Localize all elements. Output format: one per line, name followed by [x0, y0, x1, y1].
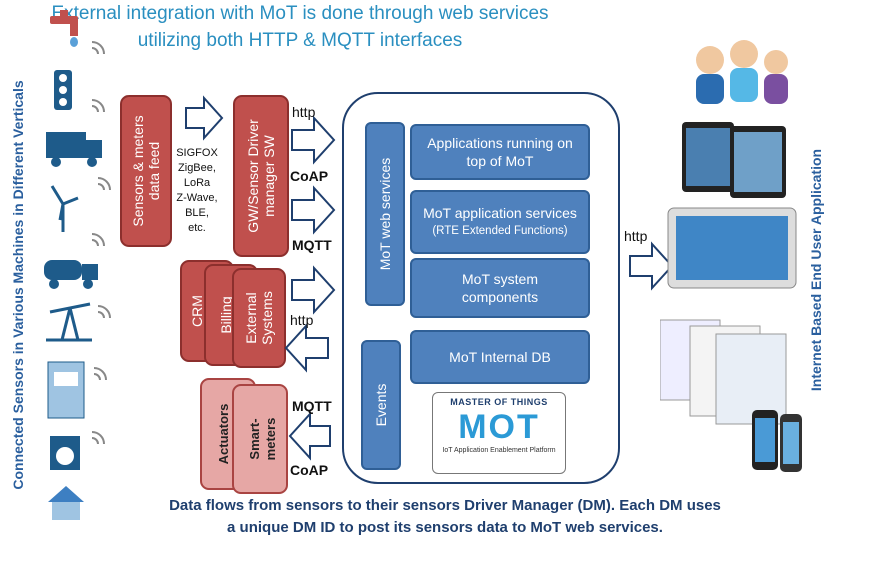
arrow-mot-to-external	[284, 323, 329, 373]
device-icons-column	[44, 10, 111, 520]
bottom-caption-line-2: a unique DM ID to post its sensors data …	[227, 519, 663, 536]
arrow-mot-to-actuators	[288, 411, 331, 461]
logo-top-text: MASTER OF THINGS	[450, 397, 548, 407]
system-components-box: MoT system components	[410, 258, 590, 318]
protocols-list: SIGFOX ZigBee, LoRa Z-Wave, BLE, etc.	[172, 146, 222, 236]
oil-pump-icon	[46, 302, 92, 342]
truck-icon	[46, 132, 102, 167]
protocol-item: BLE,	[185, 207, 209, 219]
faucet-icon	[50, 10, 78, 47]
system-components-label: MoT system components	[461, 271, 539, 305]
traffic-light-icon	[54, 70, 72, 110]
dashboard-screens-icon	[660, 319, 787, 425]
wind-turbine-icon	[50, 185, 79, 232]
title-line-1: External integration with MoT is done th…	[51, 3, 549, 24]
label-http-1: http	[292, 104, 316, 120]
end-user-imagery	[660, 40, 802, 472]
logo-bottom-text: IoT Application Enablement Platform	[442, 447, 556, 454]
protocol-item: Z-Wave,	[176, 192, 218, 204]
bottom-caption: Data flows from sensors to their sensors…	[80, 495, 810, 539]
application-services-label: MoT application services	[423, 205, 577, 221]
sensors-meters-box: Sensors & meters data feed	[120, 95, 172, 247]
protocol-item: LoRa	[183, 177, 211, 189]
label-coap-2: CoAP	[290, 462, 329, 478]
protocol-item: etc.	[188, 222, 206, 234]
tanker-truck-icon	[44, 260, 98, 289]
title-line-2: utilizing both HTTP & MQTT interfaces	[137, 30, 463, 51]
washing-machine-icon	[50, 436, 80, 470]
tablets-icon	[667, 122, 797, 289]
protocol-item: SIGFOX	[176, 147, 218, 159]
label-http-3: http	[624, 228, 648, 244]
gw-sensor-driver-box: GW/Sensor Driver manager SW	[233, 95, 289, 257]
label-http-2: http	[290, 312, 314, 328]
application-services-sublabel: (RTE Extended Functions)	[432, 225, 568, 237]
phones-icon	[752, 410, 802, 472]
events-label: Events	[373, 383, 389, 427]
arrow-mot-to-users	[629, 241, 674, 291]
label-mqtt-2: MQTT	[292, 398, 332, 414]
people-icon	[696, 40, 788, 104]
atm-icon	[47, 361, 85, 419]
mot-web-services-label: MoT web services	[377, 157, 393, 271]
bottom-caption-line-1: Data flows from sensors to their sensors…	[169, 497, 721, 514]
internal-db-label: MoT Internal DB	[449, 349, 551, 365]
wifi-icons	[91, 41, 111, 445]
house-icon	[48, 486, 84, 520]
events-box: Events	[361, 340, 401, 470]
applications-label: Applications running on top of MoT	[427, 135, 573, 169]
label-mqtt-1: MQTT	[292, 237, 332, 253]
internal-db-box: MoT Internal DB	[410, 330, 590, 384]
arrow-external-to-mot	[291, 265, 336, 315]
mot-web-services-box: MoT web services	[365, 122, 405, 306]
external-systems-box: External Systems	[232, 268, 286, 368]
arrow-gw-http	[291, 115, 336, 165]
arrow-gw-mqtt	[291, 185, 336, 235]
arrow-sensors-to-gw	[185, 95, 224, 141]
mot-logo: MASTER OF THINGS MOT IoT Application Ena…	[432, 392, 566, 474]
protocol-item: ZigBee,	[178, 162, 216, 174]
label-coap-1: CoAP	[290, 168, 329, 184]
application-services-box: MoT application services (RTE Extended F…	[410, 190, 590, 254]
applications-box: Applications running on top of MoT	[410, 124, 590, 180]
diagram-title: External integration with MoT is done th…	[0, 0, 600, 54]
smart-meters-box: Smart-meters	[232, 384, 288, 494]
logo-mark: MOT	[458, 408, 540, 446]
